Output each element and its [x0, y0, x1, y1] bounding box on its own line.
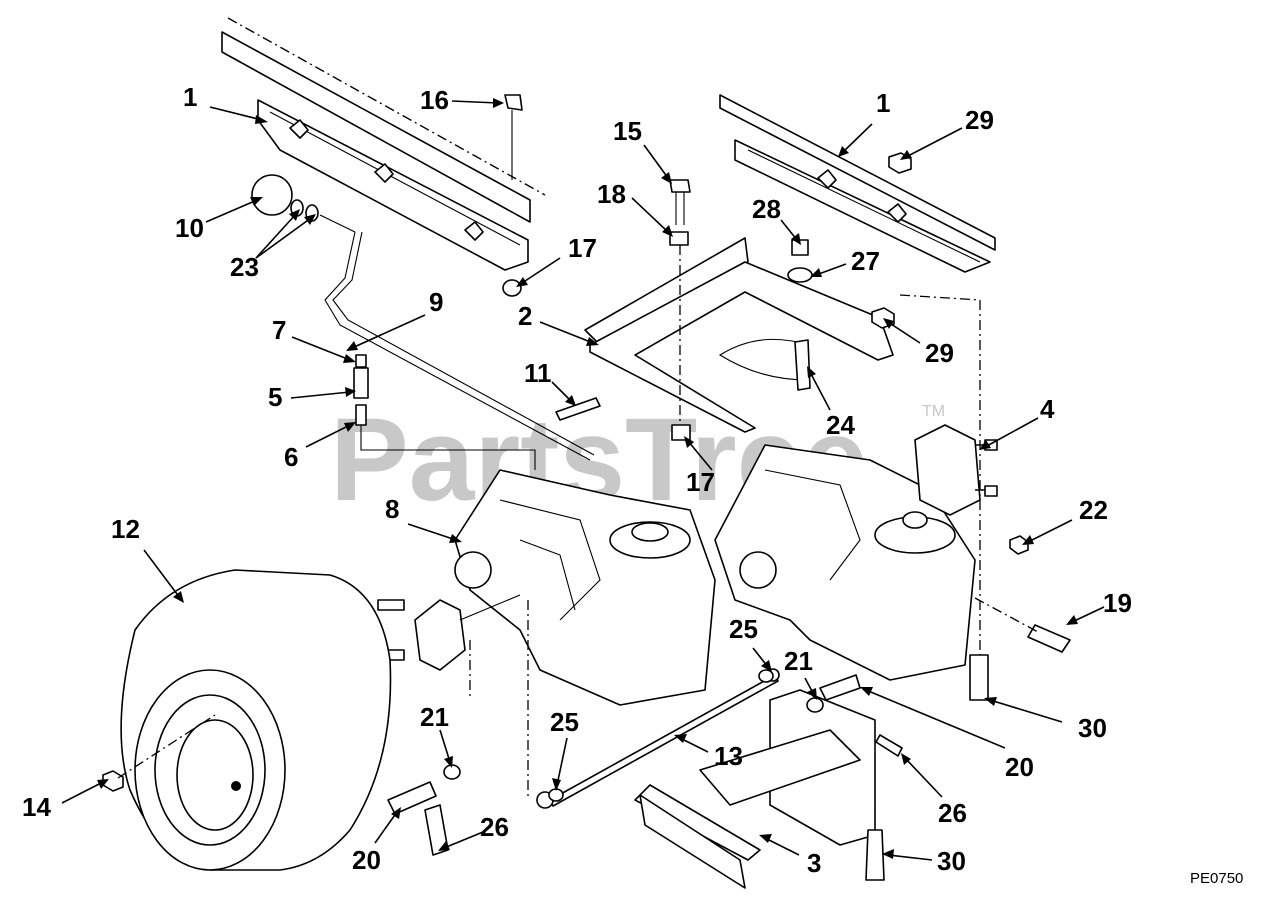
callout-labels: 1 1 2 3 4 5 6 7 8 9 10 11 12 13 14 15 16… — [22, 82, 1132, 878]
callout-1-right-rail: 1 — [876, 88, 890, 118]
callout-25-right: 25 — [729, 614, 758, 644]
callout-16: 16 — [420, 85, 449, 115]
callout-2: 2 — [518, 301, 532, 331]
callout-19: 19 — [1103, 588, 1132, 618]
callout-20-right: 20 — [1005, 752, 1034, 782]
callout-11: 11 — [524, 358, 552, 388]
support-bracket — [634, 689, 876, 889]
shift-knob — [251, 174, 293, 216]
leader-lines — [61, 98, 1105, 861]
callout-1-left-rail: 1 — [183, 82, 197, 112]
callout-14: 14 — [22, 792, 51, 822]
callout-21-left: 21 — [420, 702, 449, 732]
hardware — [102, 94, 1071, 881]
callout-26-right: 26 — [938, 798, 967, 828]
callout-24: 24 — [826, 410, 855, 440]
callout-28: 28 — [752, 194, 781, 224]
callout-8: 8 — [385, 494, 399, 524]
callout-23: 23 — [230, 252, 259, 282]
callout-30-lower: 30 — [937, 846, 966, 876]
callout-29-upper: 29 — [965, 105, 994, 135]
wheel-hub-left — [377, 594, 521, 671]
callout-15: 15 — [613, 116, 642, 146]
right-transaxle — [714, 444, 976, 681]
callout-12: 12 — [111, 514, 140, 544]
callout-17-lower: 17 — [686, 467, 715, 497]
callout-26-left: 26 — [480, 812, 509, 842]
wheel-hub-right — [914, 424, 998, 516]
callout-30-right: 30 — [1078, 713, 1107, 743]
right-frame-rail — [719, 94, 996, 273]
callout-27: 27 — [851, 246, 880, 276]
callout-9: 9 — [429, 287, 443, 317]
shift-rod — [324, 231, 595, 461]
callout-13: 13 — [714, 741, 743, 771]
callout-17-upper: 17 — [568, 233, 597, 263]
callout-18: 18 — [597, 179, 626, 209]
callout-29-lower: 29 — [925, 338, 954, 368]
knob-washers — [290, 199, 356, 233]
tire — [120, 569, 392, 871]
callout-7: 7 — [272, 315, 286, 345]
callout-25-left: 25 — [550, 707, 579, 737]
callout-21-right: 21 — [784, 646, 813, 676]
diagram-code: PE0750 — [1190, 870, 1243, 887]
callout-5: 5 — [268, 382, 282, 412]
callout-10: 10 — [175, 213, 204, 243]
left-frame-rail — [221, 17, 546, 271]
callout-3: 3 — [807, 848, 821, 878]
callout-20-left: 20 — [352, 845, 381, 875]
callout-6: 6 — [284, 442, 298, 472]
left-transaxle — [454, 469, 716, 706]
callout-4: 4 — [1040, 394, 1055, 424]
mounting-plate — [584, 237, 894, 433]
callout-22: 22 — [1079, 495, 1108, 525]
watermark-trademark: TM — [922, 403, 945, 420]
